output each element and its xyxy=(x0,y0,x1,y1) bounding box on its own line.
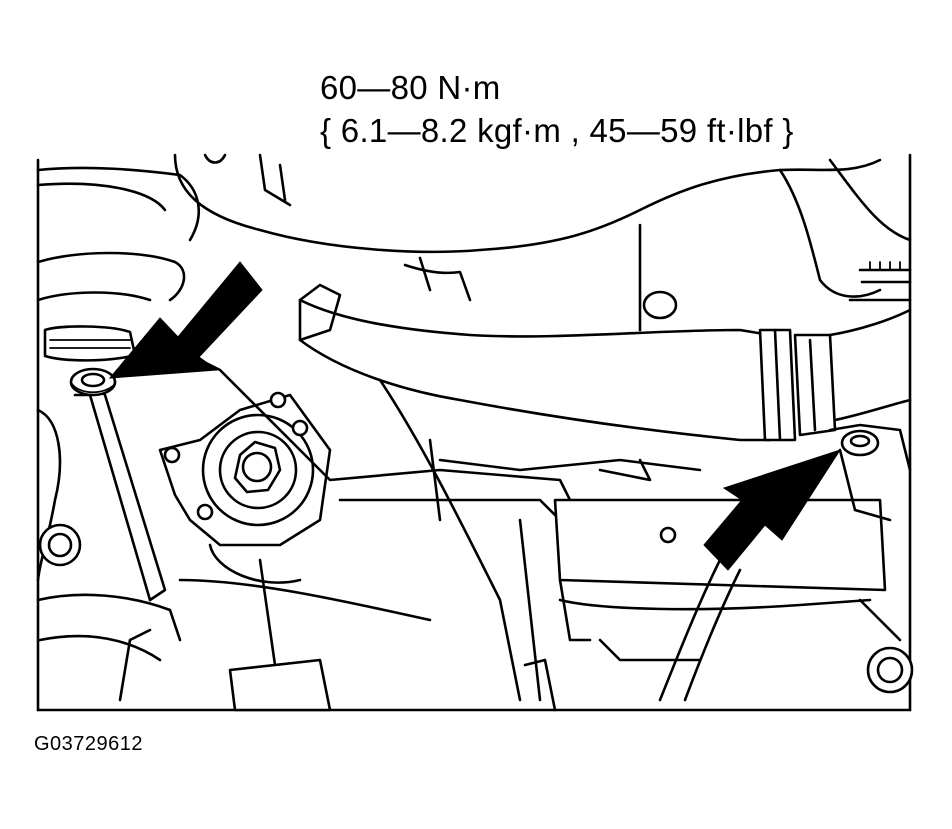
crossmember-hose xyxy=(298,283,912,442)
illustration-frame xyxy=(36,153,912,712)
left-housing xyxy=(36,166,200,702)
left-mounting-bolt xyxy=(69,367,117,397)
center-bushing xyxy=(158,391,332,702)
torque-spec-nm: 60—80 N·m xyxy=(320,69,501,106)
figure-id: G03729612 xyxy=(34,733,144,755)
right-bracket xyxy=(598,423,914,694)
lower-bracket xyxy=(228,658,557,712)
left-arrow-icon xyxy=(108,261,263,379)
torque-spec-alternate-units: { 6.1—8.2 kgf·m , 45—59 ft·lbf } xyxy=(320,112,794,149)
right-mounting-bolt xyxy=(840,429,880,457)
upper-casting xyxy=(173,153,912,332)
right-arrow-icon xyxy=(703,449,842,571)
